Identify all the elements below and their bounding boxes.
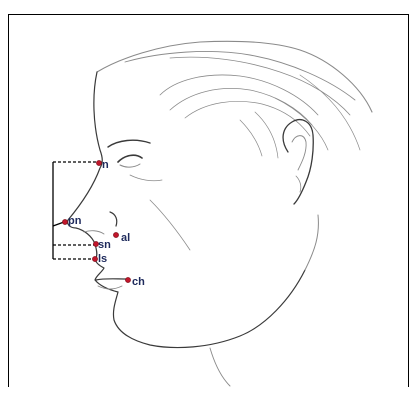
face-sketch [67,41,372,386]
label-al: al [121,232,130,244]
label-n: n [102,159,109,171]
label-ls: ls [98,253,107,265]
point-ch [125,277,130,282]
point-al [113,232,118,237]
point-ls [92,256,97,261]
label-pn: pn [68,215,82,227]
point-n [96,160,101,165]
landmark-labels: n pn al sn ls ch [68,159,145,288]
label-ch: ch [132,276,145,288]
point-pn [62,219,67,224]
label-sn: sn [98,239,111,251]
